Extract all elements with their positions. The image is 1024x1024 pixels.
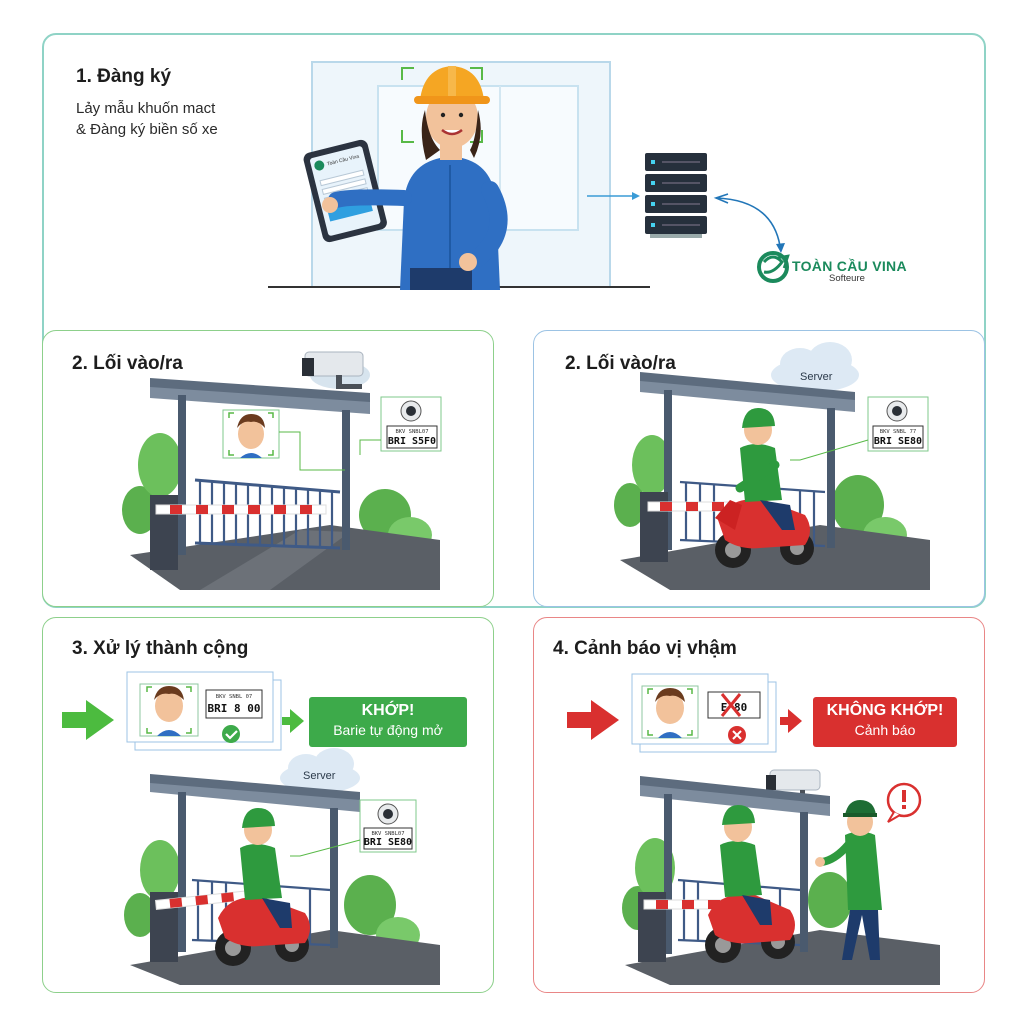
mismatch-badge-title: KHÔNG KHỚP! [826,702,944,719]
company-name: TOÀN CẦU VINA [792,258,907,274]
match-badge-title: KHỚP! [361,702,415,719]
warning-panel [533,617,985,993]
success-panel [42,617,494,993]
step4-title: 4. Cảnh báo vị vhậm [553,638,737,659]
server-icon [645,153,707,238]
step1-line1: Lảy mẫu khuốn mact [76,100,216,117]
company-subtitle: Softeure [829,273,865,284]
mismatch-badge-subtitle: Cảnh báo [854,722,916,738]
server-cloud-label-2b: Server [800,371,833,383]
step2b-title: 2. Lối vào/ra [565,353,676,374]
registration-scene: Toàn Cầu Vina [268,61,790,290]
server-cloud-label-3: Server [303,770,336,782]
step1-title: 1. Đàng ký [76,66,172,87]
step3-title: 3. Xử lý thành cộng [72,638,249,659]
match-badge-subtitle: Barie tự động mở [333,722,443,738]
company-logo-icon [757,251,790,283]
step1-line2: & Đàng ký biền số xe [76,121,218,138]
step2a-title: 2. Lối vào/ra [72,353,183,374]
mismatch-badge: KHÔNG KHỚP! Cảnh báo [813,697,957,747]
match-badge: KHỚP! Barie tự động mở [309,697,467,747]
